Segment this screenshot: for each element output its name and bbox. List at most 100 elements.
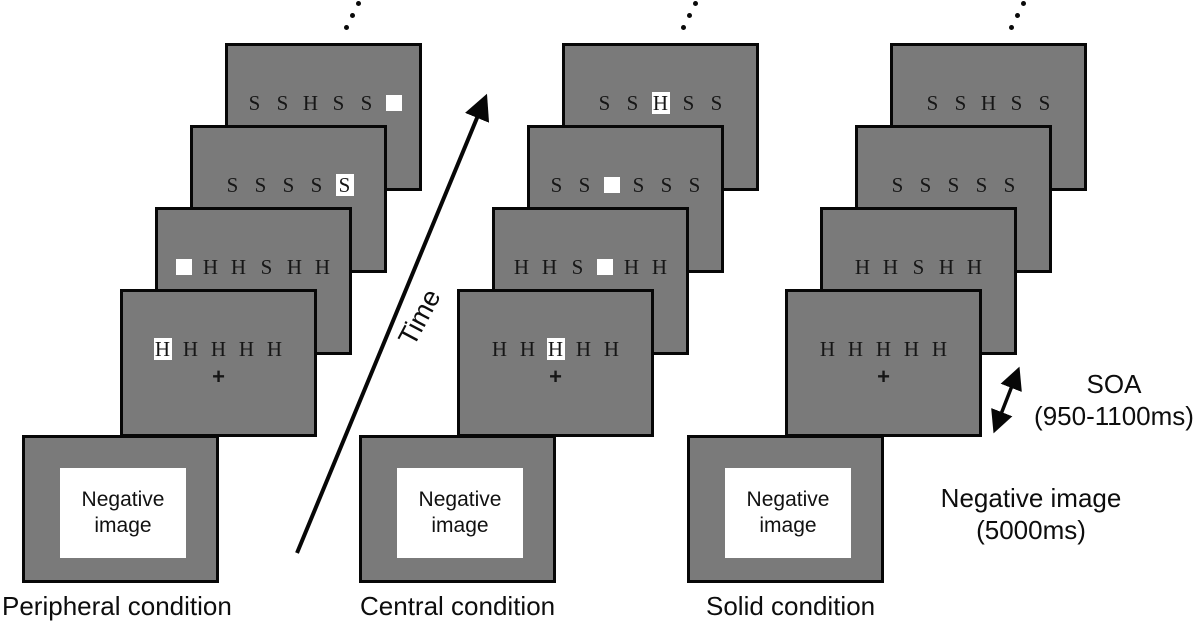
soa-double-arrow	[991, 366, 1022, 434]
letter-cell: H	[519, 336, 536, 361]
soa-annotation: SOA (950-1100ms)	[1028, 368, 1200, 432]
letter-on-cue-square: H	[546, 336, 565, 361]
letter-cell: H	[854, 254, 871, 279]
letter-cell: S	[248, 90, 261, 115]
letter-cell: H	[623, 254, 640, 279]
letter-cell: S	[360, 90, 373, 115]
letter-cell: S	[226, 172, 239, 197]
letter-cell: S	[260, 254, 273, 279]
letter-cell: S	[912, 254, 925, 279]
condition-label: Central condition	[360, 591, 556, 621]
negative-image-title: Negative image	[940, 483, 1122, 513]
letter-cell: S	[926, 90, 939, 115]
letter-cell: H	[286, 254, 303, 279]
letter-cell: H	[651, 254, 668, 279]
negative-image-text: Negative image	[81, 488, 165, 537]
letter-cell: S	[578, 172, 591, 197]
letter-cell: S	[310, 172, 323, 197]
vertical-ellipsis-icon	[1009, 25, 1014, 30]
negative-image-screen: Negative image	[687, 435, 884, 583]
negative-image-placeholder: Negative image	[397, 468, 523, 558]
condition-label: Peripheral condition	[2, 591, 232, 621]
letter-cell: S	[660, 172, 673, 197]
soa-range: (950-1100ms)	[1034, 401, 1194, 431]
letter-cell: H	[603, 336, 620, 361]
negative-image-duration: (5000ms)	[976, 515, 1086, 545]
letter-cell: S	[975, 172, 988, 197]
negative-image-screen: Negative image	[22, 435, 219, 583]
fixation-cross: +	[877, 364, 890, 389]
letter-on-cue-square: H	[651, 90, 670, 115]
letter-cell: H	[931, 336, 948, 361]
letter-on-cue-square: S	[335, 174, 354, 196]
letter-cell: H	[491, 336, 508, 361]
vertical-ellipsis-icon	[356, 1, 361, 6]
letter-cell: H	[575, 336, 592, 361]
letter-cell: H	[238, 336, 255, 361]
negative-image-text: Negative image	[746, 488, 830, 537]
letter-cell: H	[541, 254, 558, 279]
letter-cell: S	[947, 172, 960, 197]
letter-cell: S	[598, 90, 611, 115]
letter-cell: S	[282, 172, 295, 197]
letter-cell: H	[513, 254, 530, 279]
letter-cell: H	[938, 254, 955, 279]
letter-cell: H	[230, 254, 247, 279]
vertical-ellipsis-icon	[1021, 1, 1026, 6]
negative-image-text: Negative image	[418, 488, 502, 537]
vertical-ellipsis-icon	[1015, 13, 1020, 18]
letter-cell: S	[688, 172, 701, 197]
letter-cell: H	[980, 90, 997, 115]
soa-title: SOA	[1086, 369, 1142, 399]
letter-cell: S	[1010, 90, 1023, 115]
letter-cell: S	[571, 254, 584, 279]
letter-cell: S	[632, 172, 645, 197]
vertical-ellipsis-icon	[350, 13, 355, 18]
letter-cell: H	[819, 336, 836, 361]
letter-cell: H	[903, 336, 920, 361]
vertical-ellipsis-icon	[693, 1, 698, 6]
letter-cell: H	[182, 336, 199, 361]
condition-label: Solid condition	[706, 591, 876, 621]
letter-cell: S	[254, 172, 267, 197]
letter-cell: H	[314, 254, 331, 279]
negative-image-screen: Negative image	[359, 435, 556, 583]
letter-cell: H	[882, 254, 899, 279]
letter-cell: S	[1003, 172, 1016, 197]
cue-square	[596, 259, 613, 275]
letter-cell: S	[276, 90, 289, 115]
vertical-ellipsis-icon	[681, 25, 686, 30]
vertical-ellipsis-icon	[687, 13, 692, 18]
letter-cell: S	[1038, 90, 1051, 115]
cue-square	[175, 259, 192, 275]
letter-cell: S	[682, 90, 695, 115]
letter-cell: S	[919, 172, 932, 197]
fixation-cross: +	[549, 364, 562, 389]
letter-cell: S	[332, 90, 345, 115]
negative-image-annotation: Negative image (5000ms)	[928, 482, 1134, 546]
vertical-ellipsis-icon	[344, 25, 349, 30]
letter-cell: S	[891, 172, 904, 197]
letter-cell: S	[626, 90, 639, 115]
letter-cell: H	[875, 336, 892, 361]
fixation-cross: +	[212, 364, 225, 389]
negative-image-placeholder: Negative image	[725, 468, 851, 558]
letter-cell: H	[210, 336, 227, 361]
time-axis-label: Time	[392, 284, 447, 351]
